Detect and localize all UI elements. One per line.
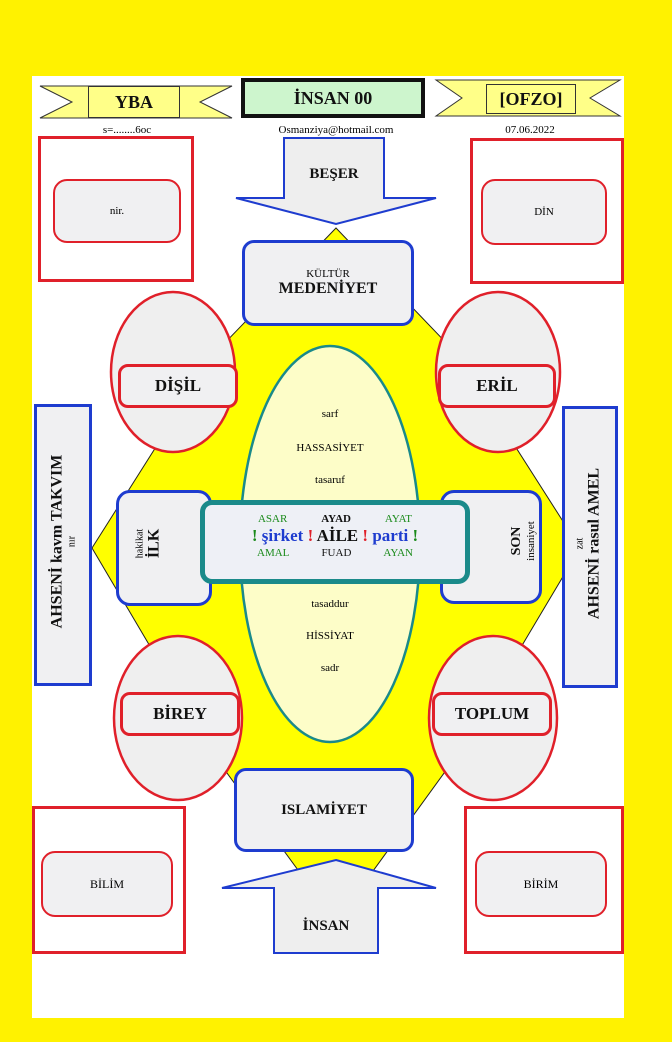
exclaim-4: ! xyxy=(412,526,419,545)
email-text: Osmanziya@hotmail.com xyxy=(278,124,394,136)
top-arrow-label: BEŞER xyxy=(309,166,359,182)
ilk-small: hakikat xyxy=(134,528,146,559)
islamiyet-box: ISLAMİYET xyxy=(234,768,414,852)
kultur-label: KÜLTÜR xyxy=(306,268,350,280)
birey-box: BİREY xyxy=(120,692,240,736)
amal-label: AMAL xyxy=(257,547,290,559)
asar-label: ASAR xyxy=(257,513,288,525)
oval-text-1: sarf xyxy=(321,408,339,420)
eril-label: ERİL xyxy=(476,376,518,395)
toplum-box: TOPLUM xyxy=(432,692,552,736)
toplum-label: TOPLUM xyxy=(454,704,530,723)
bottom-arrow xyxy=(221,858,437,954)
side-left-box: AHSENİ kavm TAKVIM nır xyxy=(34,404,92,686)
ayan-label: AYAN xyxy=(383,547,413,559)
yba-banner: YBA xyxy=(88,86,180,118)
left-subtext: s=........6oc xyxy=(102,124,152,136)
islamiyet-label: ISLAMİYET xyxy=(281,801,367,818)
eril-box: ERİL xyxy=(438,364,556,408)
exclaim-2: ! xyxy=(307,526,314,545)
oval-text-6: sadr xyxy=(320,662,340,674)
corner-bottom-left-label: BİLİM xyxy=(90,876,124,891)
kultur-box: KÜLTÜR MEDENİYET xyxy=(242,240,414,326)
side-right-main: AHSENİ rasul AMEL xyxy=(585,467,603,620)
corner-top-left-label: nir. xyxy=(109,205,125,217)
son-small: insaniyet xyxy=(525,521,537,561)
oval-text-5: HİSSİYAT xyxy=(306,630,354,642)
corner-bottom-right: BİRİM xyxy=(464,806,624,954)
medeniyet-label: MEDENİYET xyxy=(278,280,378,297)
side-left-small: nır xyxy=(66,535,78,548)
side-right-box: zat AHSENİ rasul AMEL xyxy=(562,406,618,688)
ofzo-banner: [OFZO] xyxy=(486,84,576,114)
corner-top-right: DİN xyxy=(470,138,624,284)
corner-bottom-left: BİLİM xyxy=(32,806,186,954)
aile-label: AİLE xyxy=(316,526,359,545)
parti-label: parti xyxy=(372,526,409,545)
birey-label: BİREY xyxy=(153,704,207,723)
ayad-label: AYAD xyxy=(321,513,351,525)
corner-bottom-right-label: BİRİM xyxy=(523,876,559,891)
sirket-label: şirket xyxy=(261,526,304,545)
corner-top-left: nir. xyxy=(38,136,194,282)
ayat-label: AYAT xyxy=(384,513,413,525)
corner-top-right-label: DİN xyxy=(534,206,554,218)
son-main: SON xyxy=(509,526,524,556)
bottom-arrow-label: İNSAN xyxy=(302,918,350,934)
oval-text-4: tasaddur xyxy=(311,598,349,610)
page-title: İNSAN 00 xyxy=(241,78,425,118)
oval-text-3: tasaruf xyxy=(315,474,345,486)
exclaim-1: ! xyxy=(251,526,258,545)
side-right-small: zat xyxy=(574,537,586,550)
date-text: 07.06.2022 xyxy=(505,124,555,136)
top-arrow xyxy=(235,137,437,226)
oval-text-2: HASSASİYET xyxy=(296,442,364,454)
ilk-main: İLK xyxy=(145,528,163,559)
exclaim-3: ! xyxy=(362,526,369,545)
side-left-main: AHSENİ kavm TAKVIM xyxy=(48,454,66,629)
ilk-box: hakikat İLK xyxy=(116,490,212,606)
center-box: ASAR AYAD AYAT ! şirket ! AİLE ! parti !… xyxy=(200,500,470,584)
disil-box: DİŞİL xyxy=(118,364,238,408)
disil-label: DİŞİL xyxy=(154,376,202,395)
fuad-label: FUAD xyxy=(321,547,352,559)
